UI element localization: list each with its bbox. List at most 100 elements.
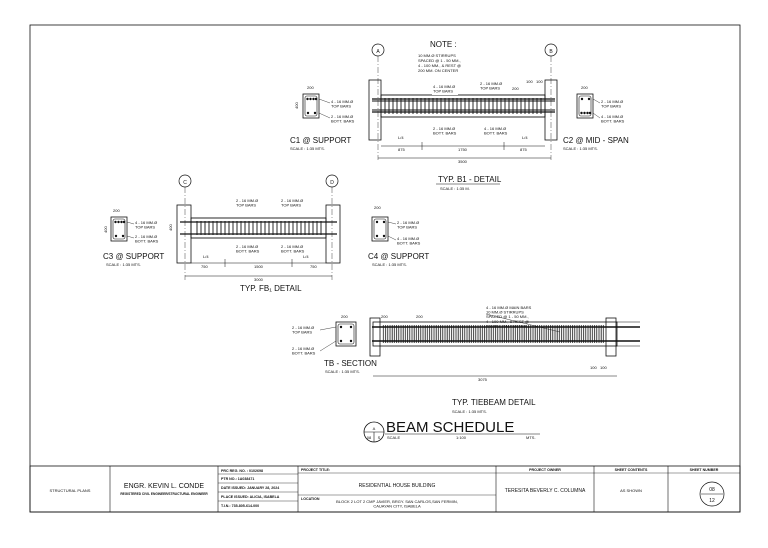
- title-block: STRUCTURAL PLANS ENGR. KEVIN L. CONDE RE…: [29, 465, 741, 513]
- tb-location-label: LOCATION: [301, 497, 320, 501]
- c2-title: C2 @ MID - SPAN: [563, 136, 629, 145]
- tiebeam-dim-200a: 200: [381, 314, 388, 319]
- note-line-3: 4 - 100 MM., & REST @: [418, 63, 461, 68]
- b1-scale: SCALE : 1:35 M.: [440, 186, 470, 191]
- c3-dim-height: 400: [103, 226, 108, 233]
- tb-location: BLOCK 2 LOT 2 CMP JAVIER, BRGY. SAN CARL…: [336, 499, 458, 509]
- tb-contents-label: SHEET CONTENTS: [615, 468, 648, 472]
- tb-sheet-label: SHEET NUMBER: [690, 468, 719, 472]
- b1-dim-1750: 1750: [458, 147, 468, 152]
- schedule-symbol-right: S: [378, 435, 381, 440]
- schedule-scale-value: 1:100: [456, 435, 467, 440]
- tb-tin: T.I.N.: 735-805-614-000: [221, 504, 259, 508]
- fb1-l4-left: L/4: [203, 254, 209, 259]
- c2-dim-width: 200: [581, 85, 588, 90]
- tb-owner: TERESITA BEVERLY C. COLUMNA: [505, 488, 586, 494]
- tb-prc: PRC REG. NO. : 0102698: [221, 469, 263, 473]
- schedule-title: BEAM SCHEDULE: [386, 419, 514, 436]
- fb1-dim-1500: 1500: [254, 264, 264, 269]
- note-line-4: 200 MM. ON CENTER: [418, 68, 458, 73]
- fb1-dim-400: 400: [168, 224, 173, 231]
- tb-project-title-label: PROJECT TITLE:: [301, 468, 330, 472]
- tb-engineer-role: REGISTERED CIVIL ENGINEER/STRUCTURAL ENG…: [120, 492, 208, 496]
- grid-label-d: D: [330, 180, 334, 186]
- schedule-scale-label: SCALE: [387, 435, 400, 440]
- c4-title: C4 @ SUPPORT: [368, 252, 429, 261]
- fb1-title: TYP. FB₁ DETAIL: [240, 284, 302, 293]
- fb1-l4-right: L/4: [303, 254, 309, 259]
- c3-scale: SCALE : 1:35 MTS.: [106, 262, 141, 267]
- beam-schedule-heading: A 08 S BEAM SCHEDULE SCALE 1:100 MTS.: [363, 419, 540, 443]
- note-line-2: SPACED @ 1 - 50 MM.,: [418, 58, 461, 63]
- c3-title: C3 @ SUPPORT: [103, 252, 164, 261]
- tiebeam-title: TYP. TIEBEAM DETAIL: [452, 398, 536, 407]
- c2-scale: SCALE : 1:35 MTS.: [563, 146, 598, 151]
- c1-dim-height: 400: [294, 102, 299, 109]
- tiebeam-scale: SCALE : 1:35 MTS.: [452, 409, 487, 414]
- tiebeam-dim-100a: 100: [590, 365, 597, 370]
- fb1-dim-total: 3000: [254, 277, 264, 282]
- tb-contents: AS SHOWN: [620, 488, 642, 493]
- b1-dim-875-right: 875: [520, 147, 527, 152]
- tb-scale: SCALE : 1:35 MTS.: [325, 369, 360, 374]
- note-line-1: 10 MM.Ø STIRRUPS: [418, 53, 456, 58]
- tb-discipline: STRUCTURAL PLANS: [50, 488, 91, 493]
- tiebeam-dim-100b: 100: [600, 365, 607, 370]
- tiebeam-dim-total: 3075: [478, 377, 488, 382]
- c1-dim-width: 200: [307, 85, 314, 90]
- sheet-number-circle: [699, 481, 725, 507]
- fb1-dim-750-right: 750: [310, 264, 317, 269]
- schedule-symbol-top: A: [373, 426, 376, 431]
- note-title: NOTE :: [430, 40, 457, 49]
- tb-project-title: RESIDENTIAL HOUSE BUILDING: [359, 483, 436, 489]
- b1-dim-200: 200: [512, 86, 519, 91]
- schedule-unit: MTS.: [526, 435, 536, 440]
- tb-engineer-name: ENGR. KEVIN L. CONDE: [124, 483, 204, 490]
- b1-dim-100a: 100: [526, 79, 533, 84]
- b1-l4-right: L/4: [522, 135, 528, 140]
- b1-l4-left: L/4: [398, 135, 404, 140]
- tb-date-issued: DATE ISSUED: JANUARY 28, 2024: [221, 486, 279, 490]
- tb-owner-label: PROJECT OWNER: [529, 468, 561, 472]
- b1-dim-875-left: 875: [398, 147, 405, 152]
- tb-dim-width: 200: [341, 314, 348, 319]
- schedule-symbol-left: 08: [367, 435, 372, 440]
- general-note: NOTE : 10 MM.Ø STIRRUPS SPACED @ 1 - 50 …: [418, 40, 461, 73]
- c3-dim-width: 200: [113, 208, 120, 213]
- grid-label-a: A: [376, 49, 380, 55]
- tiebeam-dim-200b: 200: [416, 314, 423, 319]
- c1-title: C1 @ SUPPORT: [290, 136, 351, 145]
- tb-title: TB - SECTION: [324, 359, 377, 368]
- tb-sheet-no: 08: [709, 487, 715, 493]
- c4-dim-width: 200: [374, 205, 381, 210]
- tb-ptr: PTR NO.: 1A038471: [221, 477, 254, 481]
- grid-label-c: C: [183, 180, 187, 186]
- c4-scale: SCALE : 1:35 MTS.: [372, 262, 407, 267]
